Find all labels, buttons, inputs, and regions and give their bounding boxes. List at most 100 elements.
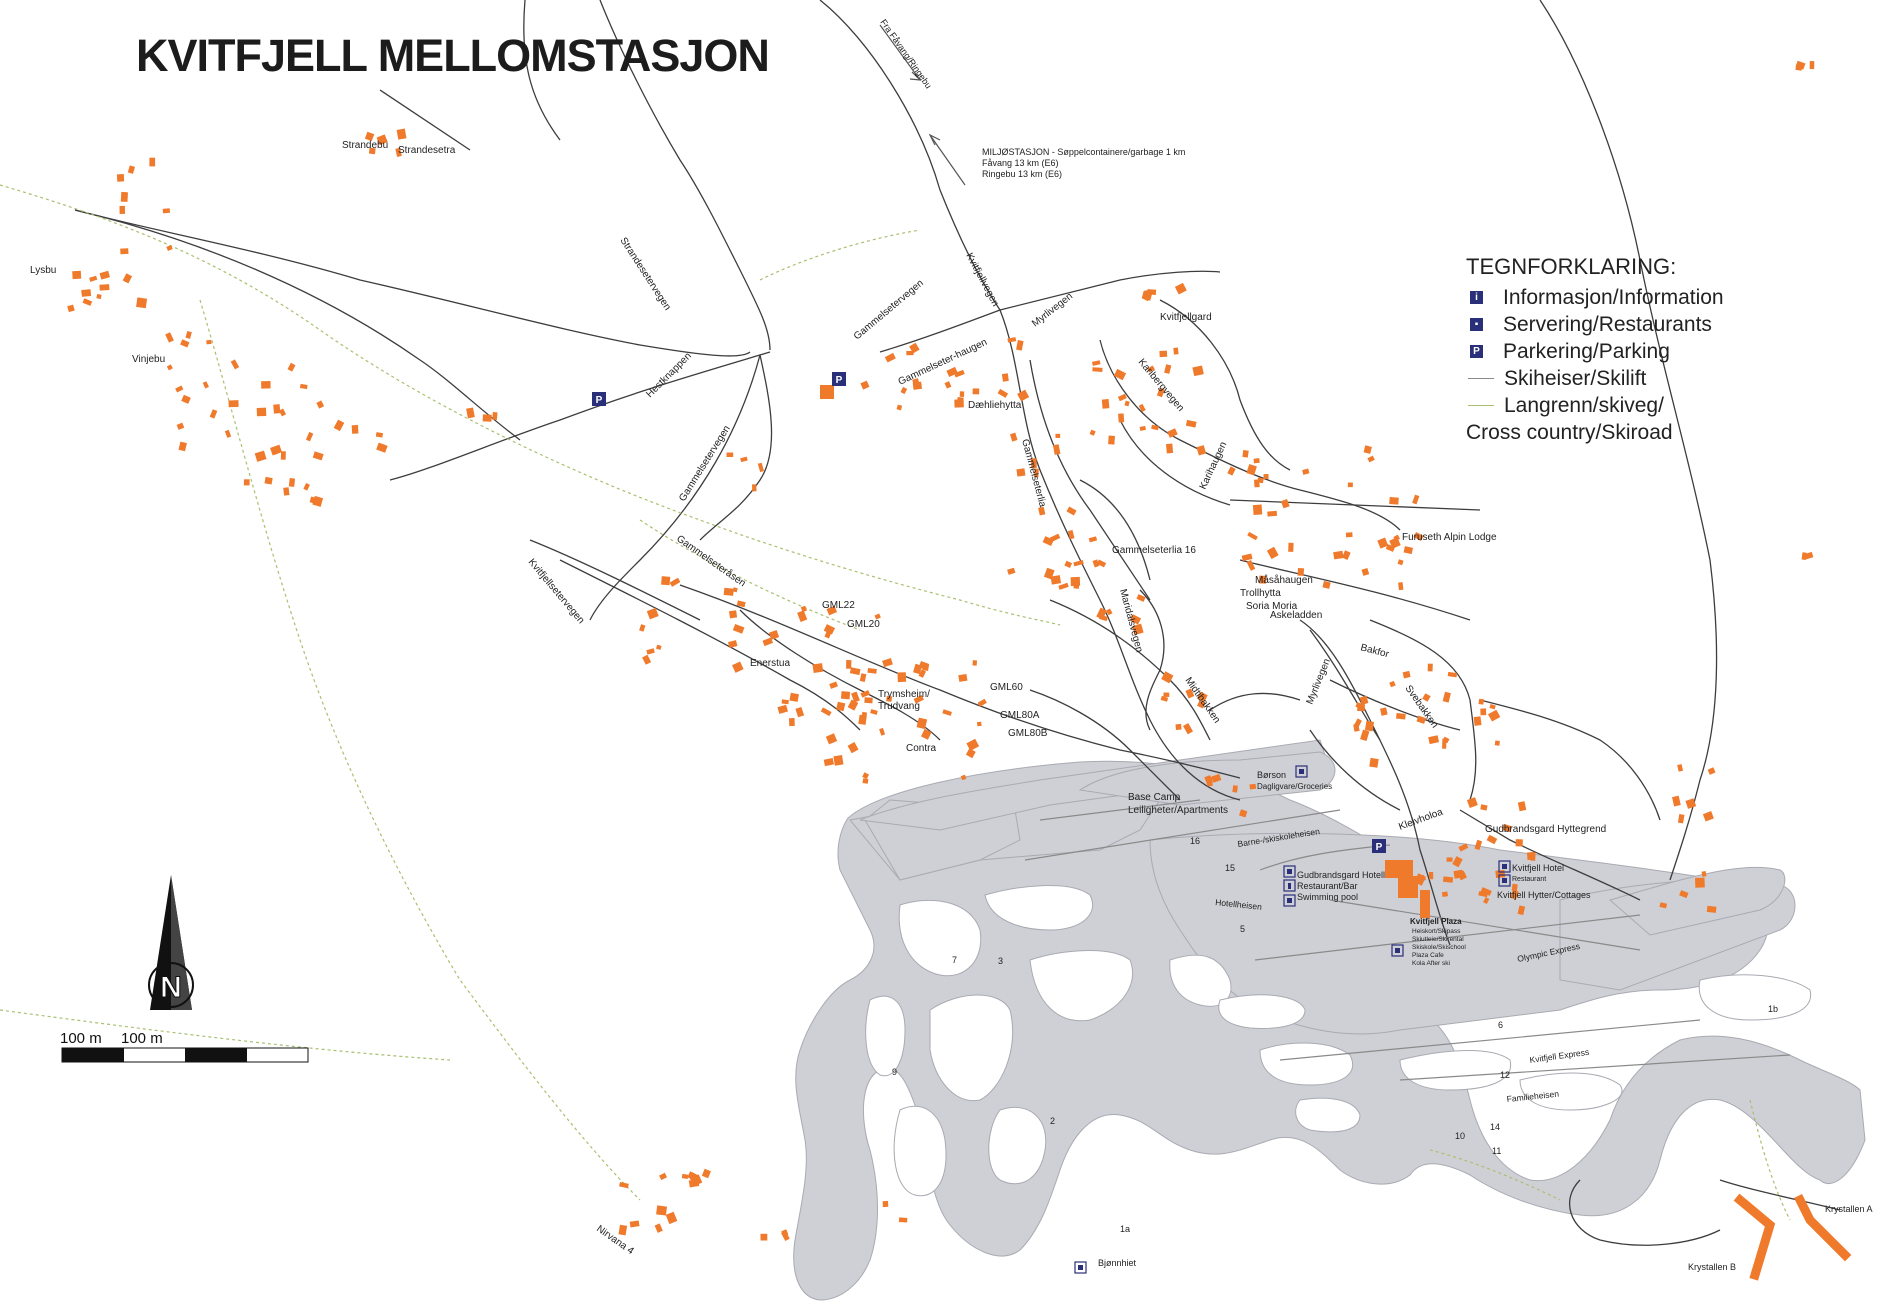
cabin-block [165,332,174,343]
slope-1b: 1b [1768,1004,1778,1014]
scale-bar [61,1047,309,1063]
arrow-text: Fra Fåvang/Ringebu [878,17,933,90]
cabin-block [162,208,171,214]
cabin-block [728,640,738,649]
legend-item-xc-cont: Cross country/Skiroad [1466,419,1796,446]
label-borson: Børson [1257,770,1286,780]
cabin-block [1253,458,1260,464]
label-masahaugen: Måsåhaugen [1255,574,1313,586]
road-midtibakken: Midtibakken [1183,675,1223,725]
cabin-block [1096,607,1107,620]
cabin-block [896,404,903,411]
cabin-block [681,1173,689,1179]
label-enerstua: Enerstua [750,658,790,669]
cabin-block [965,748,976,759]
cabin-block [1160,695,1169,702]
road-gammelseterasen: Gammelseteråsen [674,533,748,590]
cabin-block [283,487,290,496]
cabin-block [202,381,209,389]
cabin-block [312,451,324,461]
cabin-block [1659,902,1668,909]
service-icon-fills [1078,769,1507,1270]
cabin-block [944,381,952,389]
cabin-block [1113,368,1127,381]
cabin-block [1486,834,1498,845]
cabin-block [1515,839,1523,847]
cabin-block [729,610,738,619]
direction-arrows [879,24,966,186]
cabin-block [72,270,82,280]
cabin-block [1129,614,1142,625]
cabin-block [942,709,952,716]
cabin-block [1073,582,1080,589]
compass-letter: N [160,971,182,1004]
cabin-block [1259,575,1267,584]
cabin-block [209,409,218,419]
cabin-block [1385,544,1396,552]
cabin-block [912,378,920,386]
cabin-block [777,704,788,714]
cabin-block [1494,740,1500,746]
cabin-block [1429,872,1434,880]
cabin-block [1064,560,1073,569]
cabin-block [120,248,129,255]
slope-16: 16 [1190,836,1200,846]
cabin-block [1677,764,1684,772]
cabin-block [1480,708,1487,716]
label-kvitfjell-hytter: Kvitfjell Hytter/Cottages [1497,890,1591,900]
cabin-block [254,450,267,462]
cabin-block [849,667,861,676]
cabin-block [1151,424,1159,431]
road-network [74,0,1841,1246]
label-soria-moria: Soria Moria [1246,601,1298,612]
cabin-block [954,369,965,378]
cabin-block [333,419,345,432]
cabin-block [732,587,738,593]
cabin-block [906,350,914,356]
cabin-block [762,637,774,647]
cross-country-line-icon [1466,395,1496,417]
cabin-block [656,644,662,650]
cabin-block [1280,498,1290,509]
cabin-block [1389,537,1401,549]
cabin-block [1441,891,1449,897]
label-gml80b: GML80B [1008,728,1048,739]
cabin-block [946,366,958,377]
cabin-block [1038,506,1046,516]
label-plaza-5: Kola After ski [1412,960,1450,967]
cabin-block [1302,468,1310,475]
scale-label-right: 100 m [121,1030,163,1047]
label-gml60: GML60 [990,682,1023,693]
cabin-block [1017,389,1030,402]
cabin-block [1502,823,1513,833]
cabin-block [81,289,92,297]
cabin-block [1511,883,1518,892]
cabin-block [280,451,286,460]
hotel-block [1385,860,1413,878]
map-legend: TEGNFORKLARING: i Informasjon/Informatio… [1466,254,1796,446]
cabin-block [1517,905,1526,916]
cabin-block [1483,897,1490,904]
cabin-block [1050,575,1062,585]
cabin-block [1132,623,1144,636]
slope-5: 5 [1240,924,1245,934]
cabin-block [1402,670,1411,679]
slope-14: 14 [1490,1122,1500,1132]
cabin-block [833,755,844,766]
cabin-block [1252,504,1263,515]
cabin-block [287,362,296,372]
cabin-block [1442,691,1451,703]
cabin-block [859,673,867,682]
cabin-block [1452,856,1463,868]
map-title: KVITFJELL MELLOMSTASJON [136,30,770,81]
cabin-block [119,205,126,214]
cabin-block [1707,767,1716,775]
cabin-block [1416,715,1427,724]
cabin-block [1345,532,1353,538]
cabin-block [1701,870,1707,877]
cabin-block [1185,688,1195,699]
cabin-block [646,648,655,655]
cabin-block [1367,455,1375,463]
cabin-block [900,386,908,395]
cabin-block [886,695,893,702]
